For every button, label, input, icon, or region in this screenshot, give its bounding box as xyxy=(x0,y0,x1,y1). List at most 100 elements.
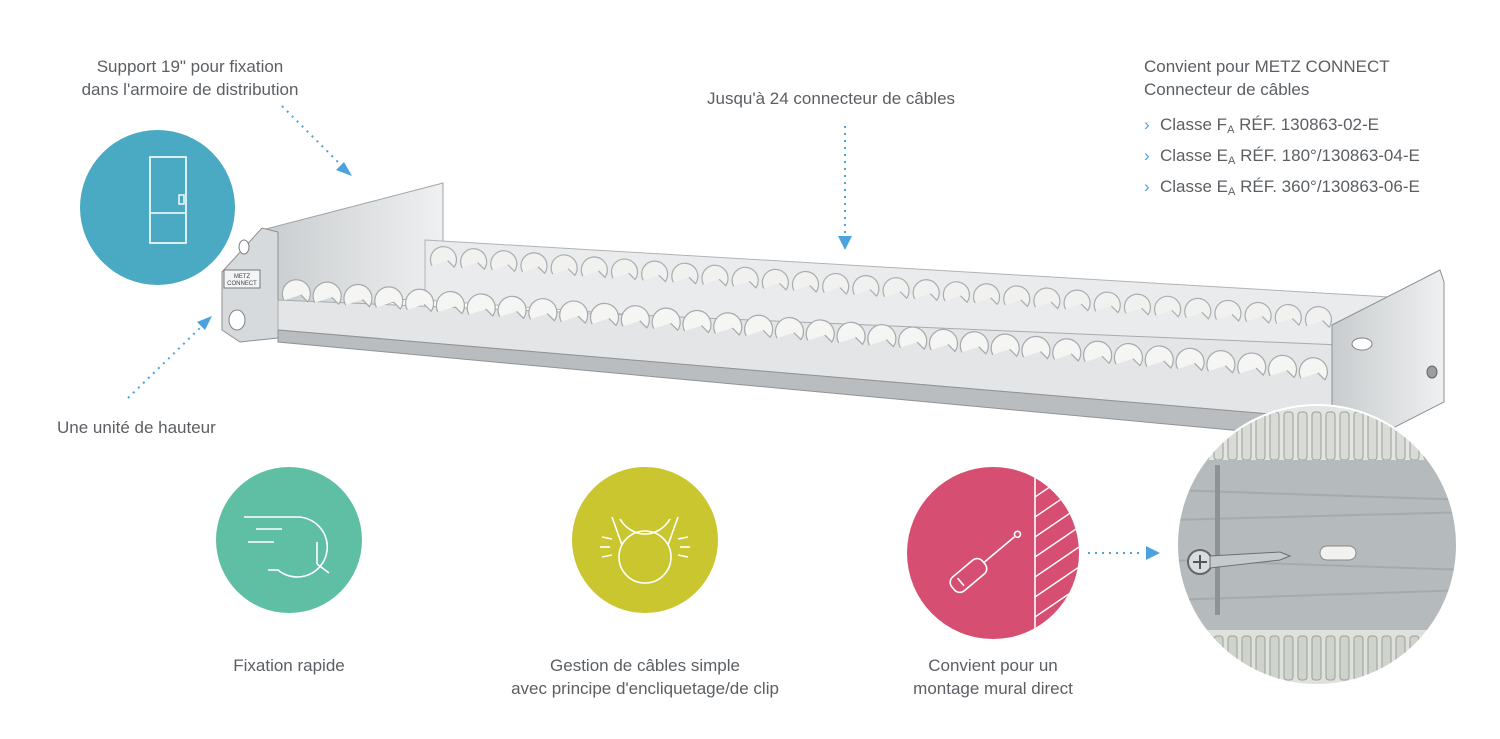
cable-clip xyxy=(1175,347,1205,372)
cable-clip xyxy=(928,328,959,353)
feature-clip-label: Gestion de câbles simple avec principe d… xyxy=(500,654,790,700)
height-unit-label: Une unité de hauteur xyxy=(57,418,216,437)
clip-tooth xyxy=(1339,411,1350,461)
arrow-support xyxy=(336,162,352,176)
spec-item: › Classe EA RÉF. 180°/130863-04-E xyxy=(1144,143,1420,174)
cable-clip xyxy=(852,275,880,297)
fast-clock-icon xyxy=(244,516,330,578)
clip-tooth xyxy=(1325,635,1336,681)
cable-clip xyxy=(822,272,850,295)
clip-tooth xyxy=(1451,411,1457,461)
cable-clip xyxy=(460,248,488,271)
cable-clip xyxy=(912,279,940,302)
clip-tooth xyxy=(1269,635,1280,681)
cable-clip xyxy=(1033,287,1061,310)
cable-clip xyxy=(731,266,759,289)
spec-prefix: Classe E xyxy=(1160,146,1229,165)
cable-clip xyxy=(550,254,578,277)
feature-label-line: Convient pour un xyxy=(928,656,1058,675)
cable-clip xyxy=(1274,303,1302,326)
cable-clip xyxy=(281,279,311,303)
cable-clip xyxy=(1113,343,1144,367)
cable-clip xyxy=(1154,295,1182,318)
spec-list: › Classe FA RÉF. 130863-02-E › Classe EA… xyxy=(1144,112,1420,205)
cable-clip xyxy=(1267,354,1298,379)
cabinet-icon xyxy=(149,156,187,244)
cabinet-badge xyxy=(80,130,235,285)
cable-clip xyxy=(312,281,342,306)
compat-title: Convient pour METZ CONNECT Connecteur de… xyxy=(1144,55,1390,101)
clip-tooth xyxy=(1466,636,1475,680)
cable-clip xyxy=(497,295,527,320)
cable-clip xyxy=(972,283,1001,306)
cable-clip xyxy=(671,262,699,285)
logo-connect: CONNECT xyxy=(227,281,257,287)
cable-clip xyxy=(466,293,496,317)
cable-clip xyxy=(774,317,805,341)
support-label-line1: Support 19" pour fixation xyxy=(96,57,284,76)
spec-prefix: Classe E xyxy=(1160,177,1229,196)
spec-prefix: Classe F xyxy=(1160,115,1228,134)
cable-clip xyxy=(1298,357,1328,381)
clip-tooth xyxy=(1437,635,1448,681)
feature-label-line: avec principe d'encliquetage/de clip xyxy=(511,679,779,698)
clip-tooth xyxy=(1241,635,1252,681)
cable-clip xyxy=(435,291,466,315)
clip-tooth xyxy=(1367,411,1378,461)
cable-clip xyxy=(791,270,820,293)
clip-tooth xyxy=(1297,635,1308,681)
cable-clip xyxy=(1063,289,1091,312)
clip-tooth xyxy=(1297,411,1308,461)
chevron-right-icon: › xyxy=(1144,177,1150,196)
cable-clip xyxy=(1083,340,1113,365)
clip-tooth xyxy=(1381,635,1392,681)
cable-clip xyxy=(959,331,989,355)
cable-clip xyxy=(867,324,897,348)
cable-clip xyxy=(1214,299,1242,322)
spec-ref: RÉF. 360°/130863-06-E xyxy=(1235,177,1420,196)
cable-clip xyxy=(651,307,681,332)
cable-clip xyxy=(490,250,518,273)
feature-label-line: Fixation rapide xyxy=(233,656,345,675)
cable-clip xyxy=(898,326,928,351)
cable-clip xyxy=(1123,293,1151,316)
cable-clip xyxy=(589,302,620,327)
screwdriver-wall-icon xyxy=(949,467,1079,639)
feature-fast-fixing-label: Fixation rapide xyxy=(189,654,389,677)
clip-tooth xyxy=(1311,411,1322,461)
spec-sub: A xyxy=(1228,186,1236,198)
clip-tooth xyxy=(1311,635,1322,681)
clip-tooth xyxy=(1283,635,1294,681)
chevron-right-icon: › xyxy=(1144,115,1150,134)
feature-label-line: montage mural direct xyxy=(913,679,1073,698)
feature-fast-fixing xyxy=(216,467,362,613)
feature-label-line: Gestion de câbles simple xyxy=(550,656,740,675)
cable-clip xyxy=(701,264,729,287)
cable-clip xyxy=(1237,352,1267,377)
cable-clip xyxy=(580,256,608,279)
spec-sub: A xyxy=(1228,155,1236,167)
spec-ref: RÉF. 180°/130863-04-E xyxy=(1235,146,1420,165)
arrow-zoom xyxy=(1146,546,1160,560)
cable-clip xyxy=(1093,291,1121,314)
clip-tooth xyxy=(1185,635,1196,681)
cable-clip xyxy=(882,277,910,300)
cable-clip xyxy=(620,305,650,329)
clip-tooth xyxy=(1437,411,1448,461)
clip-tooth xyxy=(1423,635,1434,681)
cable-clip xyxy=(1206,350,1236,374)
support-label: Support 19" pour fixation dans l'armoire… xyxy=(55,55,325,101)
chevron-right-icon: › xyxy=(1144,146,1150,165)
cable-clip xyxy=(836,321,866,346)
cable-clip xyxy=(1052,338,1082,362)
cable-clip xyxy=(1003,285,1031,308)
clip-tooth xyxy=(1423,411,1434,461)
logo-metz: METZ xyxy=(234,274,251,280)
cable-clip xyxy=(1144,345,1174,369)
clip-tooth xyxy=(1466,412,1475,460)
cable-clip xyxy=(520,252,548,275)
cable-clip xyxy=(374,286,404,310)
clip-tooth xyxy=(1269,411,1280,461)
compat-title-line1: Convient pour METZ CONNECT xyxy=(1144,57,1390,76)
